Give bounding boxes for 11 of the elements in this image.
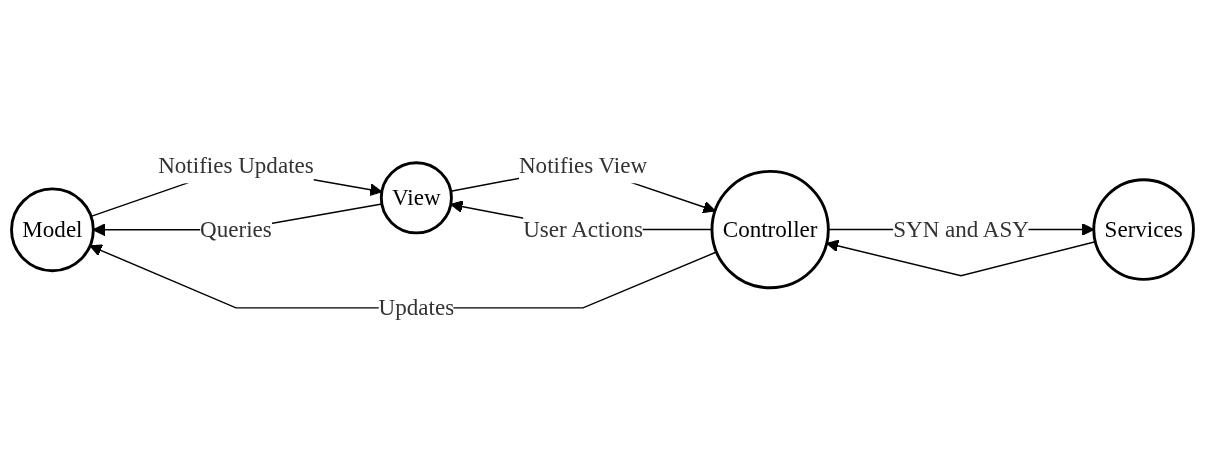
node-circle: View <box>379 161 453 235</box>
edge-label: SYN and ASY <box>893 216 1029 242</box>
node-circle: Services <box>1092 178 1195 281</box>
edge-label: User Actions <box>523 216 643 242</box>
edge-label: Notifies Updates <box>158 153 314 178</box>
node-circle: Controller <box>710 169 830 290</box>
edge-label: Updates <box>378 294 455 320</box>
edge-label: Notifies View <box>518 153 648 178</box>
arrow <box>826 239 1096 277</box>
edge-label: Queries <box>200 216 272 242</box>
node-circle: Model <box>10 187 95 273</box>
